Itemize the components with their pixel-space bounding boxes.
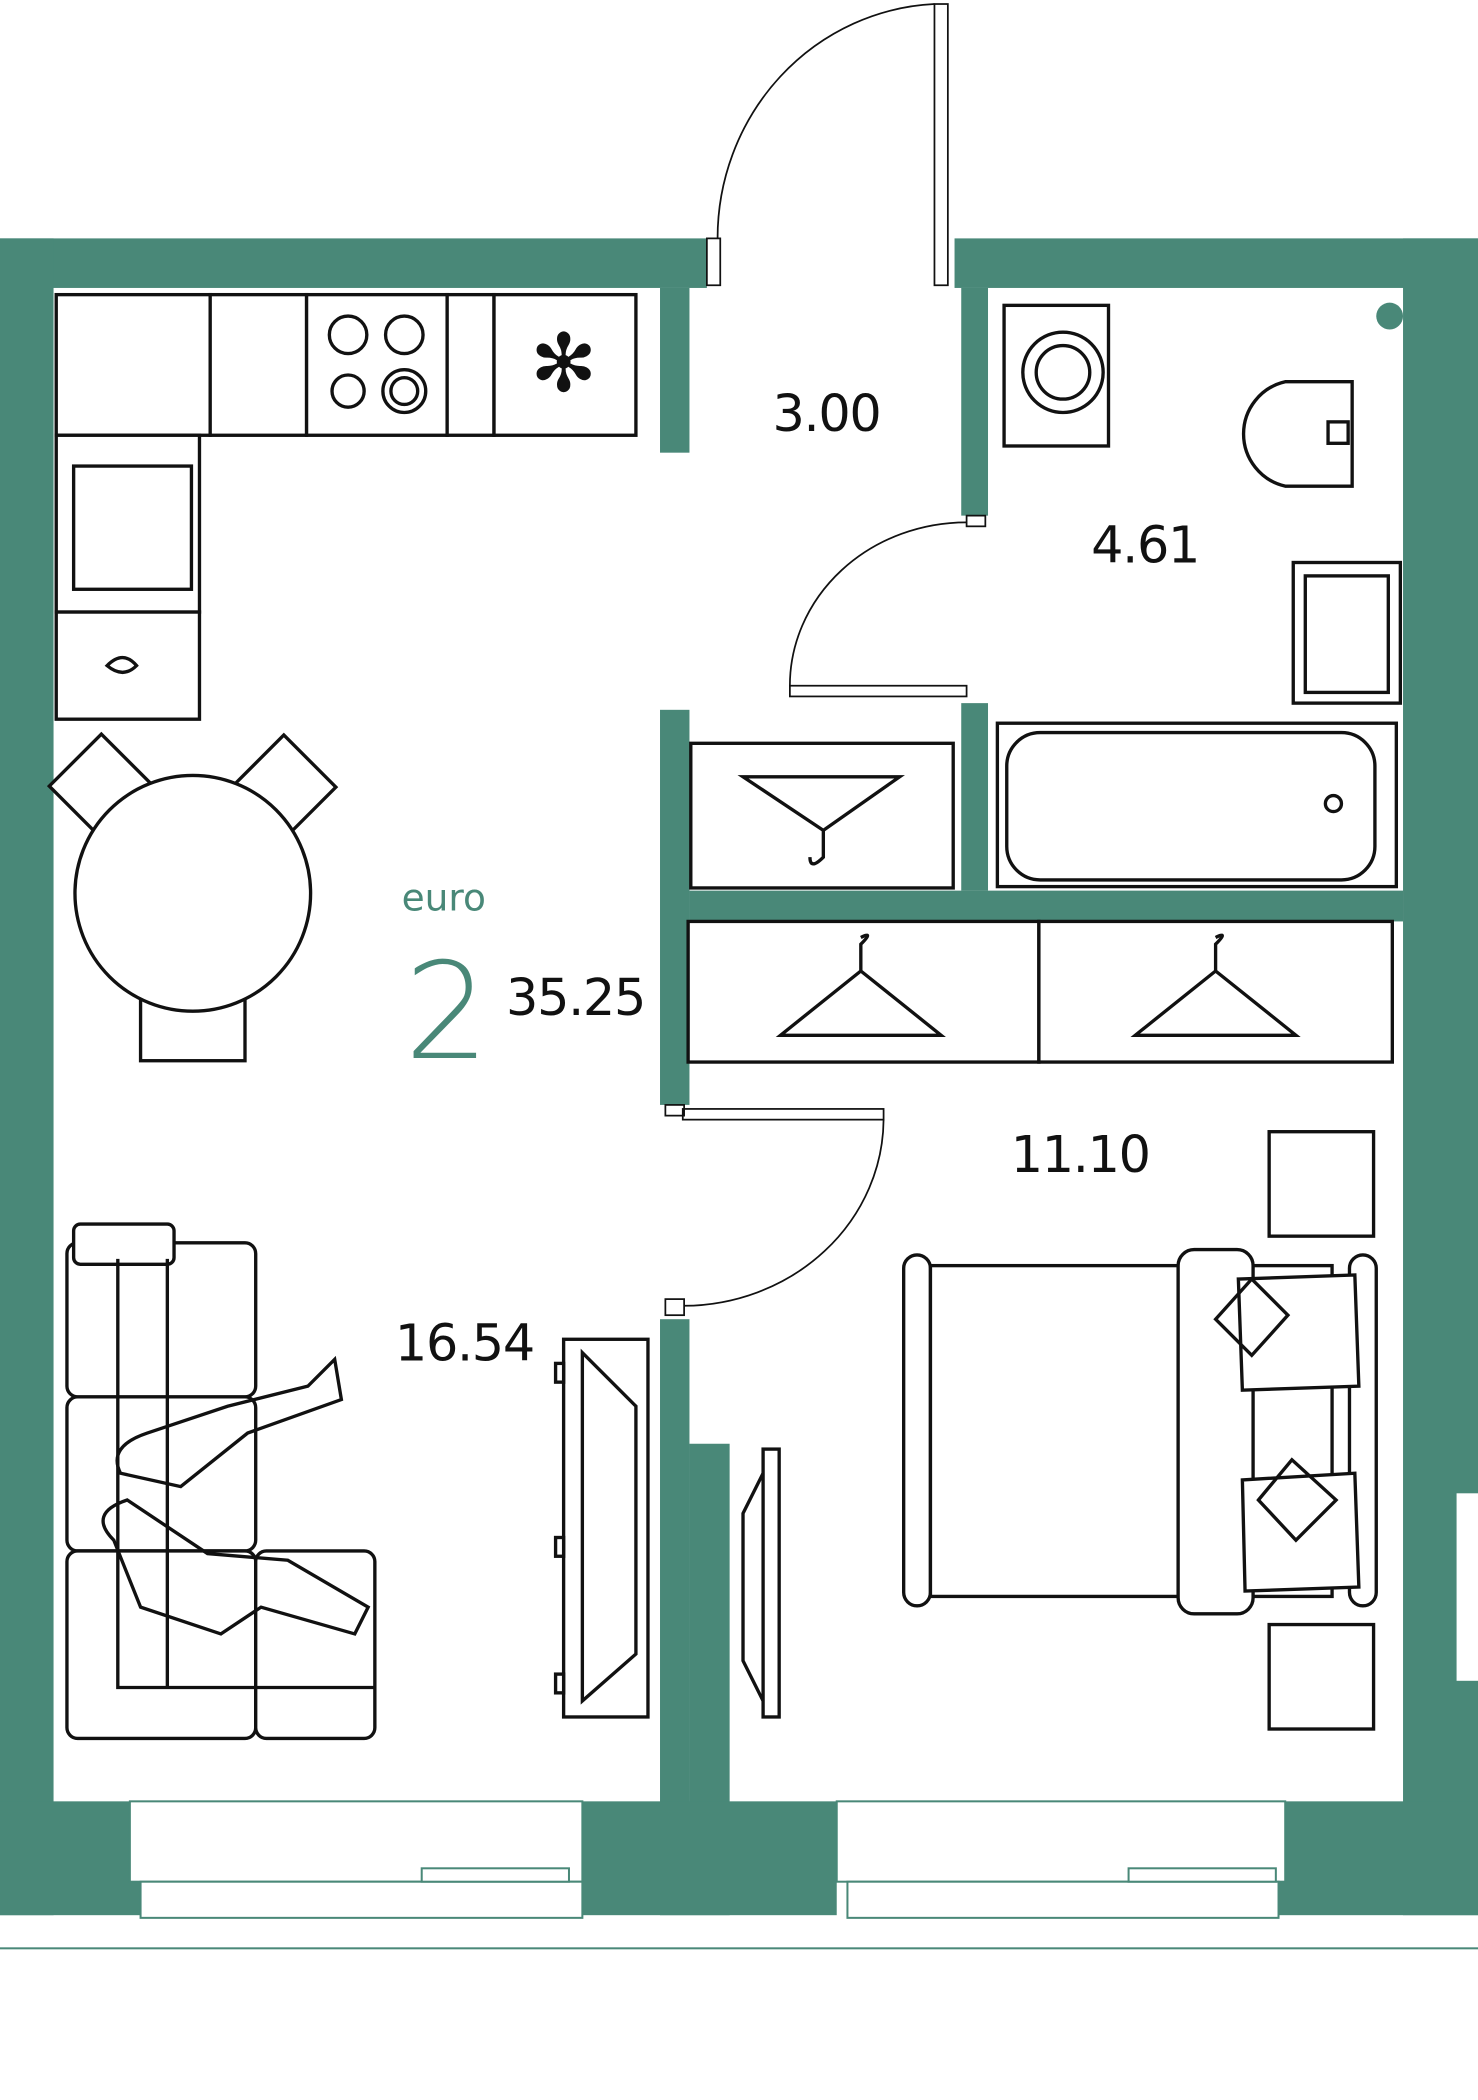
rooms-count: 2 [404, 934, 489, 1090]
dining-table [46, 731, 339, 1063]
living-area: 16.54 [395, 1314, 534, 1373]
windows [128, 1800, 1287, 1919]
bathroom-area: 4.61 [1091, 515, 1199, 574]
doors [664, 3, 987, 1317]
tv-bedroom [741, 1447, 781, 1719]
flat-type-label: euro [402, 876, 486, 920]
bathroom-fixtures [995, 302, 1404, 889]
bedroom-area: 11.10 [1011, 1125, 1150, 1184]
total-area: 35.25 [506, 968, 645, 1027]
wardrobes [686, 741, 1394, 1064]
snowflake-icon: ✻ [530, 316, 597, 410]
walls [0, 238, 1478, 1950]
hall-area: 3.00 [772, 384, 880, 443]
tv-stand-living [553, 1337, 650, 1719]
sofa [65, 1222, 377, 1741]
bed [901, 1130, 1378, 1731]
kitchen-unit: ✻ [54, 292, 638, 721]
